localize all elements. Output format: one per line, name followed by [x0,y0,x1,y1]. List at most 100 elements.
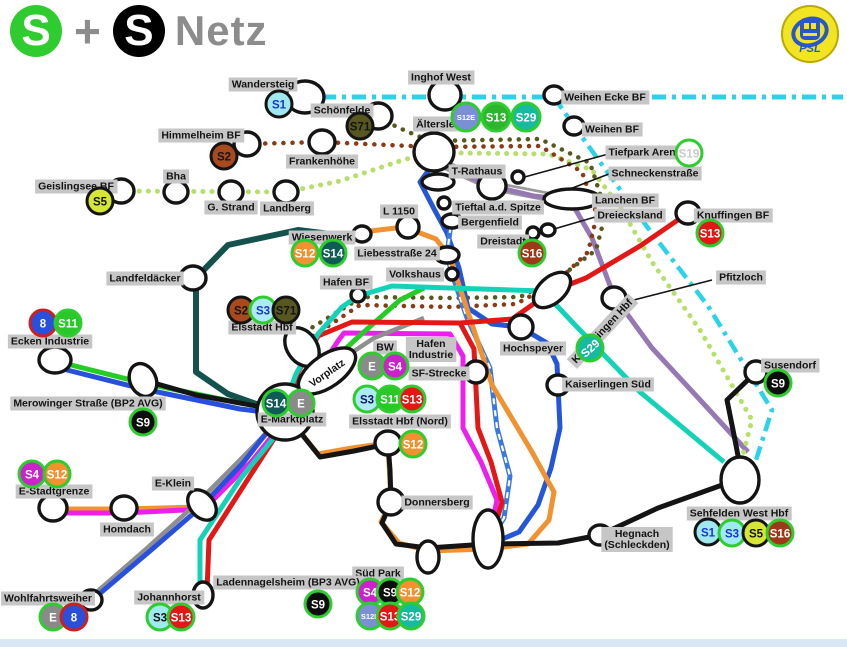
station [109,494,139,522]
svg-text:Süd Park: Süd Park [355,568,401,580]
label-background [158,128,245,143]
station-label-weihen-bf: Weihen BF [581,122,643,137]
station-label-sehfelden-west-hbf: Sehfelden West Hbf [686,506,792,521]
svg-text:Lanchen BF: Lanchen BF [595,195,656,207]
svg-text:S71: S71 [350,121,371,133]
svg-text:Himmelheim BF: Himmelheim BF [161,130,241,142]
svg-text:S3: S3 [256,305,270,317]
svg-text:S5: S5 [749,528,764,540]
station-label-bha: Bha [163,169,190,184]
station-label-merowinger-stra-e-bp2-avg: Merowinger Straße (BP2 AVG) [10,396,166,411]
svg-text:Schneckenstraße: Schneckenstraße [612,168,699,180]
station-label-pfitzloch: Pfitzloch [716,270,766,285]
station-label-bergenfield: Bergenfield [458,215,522,230]
line-badge-s5: S5 [741,518,771,548]
label-pointer-line [625,279,713,303]
station [349,286,367,304]
svg-text:S9: S9 [383,587,397,599]
label-pointer-line [553,214,603,230]
label-background [286,154,359,169]
line-badge-s14: S14 [318,238,348,268]
svg-text:Elsstadt Hbf (Nord): Elsstadt Hbf (Nord) [352,416,448,428]
svg-text:Weihen BF: Weihen BF [585,124,640,136]
svg-text:S13: S13 [380,611,400,623]
label-background [204,200,258,215]
station-label-tieftal-a-d-spitze: Tieftal a.d. Spitze [452,200,544,215]
station-label-landberg: Landberg [260,201,314,216]
station [351,224,373,244]
svg-text:Merowinger Straße (BP2 AVG): Merowinger Straße (BP2 AVG) [13,398,162,410]
line-striped-blue-white [445,214,512,535]
label-background [561,90,650,105]
svg-text:S2: S2 [234,305,248,317]
station-label-wohlfahrtsweiher: Wohlfahrtsweiher [1,591,95,606]
svg-text:Bergenfield: Bergenfield [461,217,519,229]
svg-text:Ladennagelsheim (BP3 AVG): Ladennagelsheim (BP3 AVG) [216,577,360,589]
svg-text:BW: BW [376,342,394,354]
line-badge-s13: S13 [695,218,725,248]
station-label-elsstadt-hbf-nord: Elsstadt Hbf (Nord) [349,414,451,429]
station-label-volkshaus: Volkshaus [386,267,445,282]
logo-plus-sign: + [74,5,101,57]
label-background [100,522,154,537]
line-s5-dotted [118,149,755,461]
svg-text:S1: S1 [272,99,287,111]
station-label-t-rathaus: T-Rathaus [448,164,506,179]
line-badge-s12: S12 [398,429,428,459]
svg-text:Landfeldäcker: Landfeldäcker [109,273,180,285]
svg-text:Sehfelden West Hbf: Sehfelden West Hbf [690,508,789,520]
line-badge-s9: S9 [303,589,333,619]
label-background [591,193,659,208]
svg-text:Hafen BF: Hafen BF [323,277,370,289]
svg-text:S11: S11 [58,318,78,330]
line-badge-s3: S3 [352,384,382,414]
line-badge-s4: S4 [355,577,385,607]
label-background [228,320,297,335]
train-globe-icon: PSL [791,16,829,55]
line-red-line-branch [457,321,505,528]
line-badge-s5: S5 [85,186,115,216]
line-badge-s12e: S12E [450,101,482,133]
line-badge-s3: S3 [145,602,175,632]
label-background [716,270,766,285]
svg-text:S3: S3 [153,612,167,624]
svg-text:S9: S9 [311,599,325,611]
station-label-donnersberg: Donnersberg [401,495,473,510]
svg-text:S1: S1 [701,527,716,539]
station-label-bw: BW [373,340,397,355]
station-label-homdach: Homdach [100,522,154,537]
svg-text:S13: S13 [402,394,422,406]
station [376,487,406,517]
station [217,179,245,205]
svg-text:Frankenhöhe: Frankenhöhe [289,156,355,168]
station-label-dreistadt: Dreistadt [477,234,530,249]
line-badge-s4: S4 [17,459,47,489]
station-label-dreiecksland: Dreiecksland [594,208,666,223]
svg-text:E: E [368,361,376,373]
station-label-ecken-industrie: Ecken Industrie [7,334,93,349]
station-label-landfeld-cker: Landfeldäcker [106,271,184,286]
label-background [260,201,314,216]
svg-text:Tiefpark Arena: Tiefpark Arena [609,147,682,159]
svg-text:S16: S16 [522,248,542,260]
label-background [458,215,522,230]
label-background [401,495,473,510]
svg-text:Elsstadt Hbf: Elsstadt Hbf [231,322,293,334]
line-badge-s12: S12 [290,238,320,268]
line-blue8-line [54,364,284,603]
svg-text:E-Stadtgrenze: E-Stadtgrenze [19,486,90,498]
line-badge-8: 8 [28,308,58,338]
svg-text:L 1150: L 1150 [383,206,415,218]
line-badge-s29: S29 [575,333,605,363]
station [178,264,208,292]
label-background [601,527,673,552]
station [186,488,218,522]
station-label-wandersteig: Wandersteig [228,77,298,92]
svg-text:S4: S4 [25,469,40,481]
svg-text:S11: S11 [380,394,400,406]
station [127,361,159,399]
